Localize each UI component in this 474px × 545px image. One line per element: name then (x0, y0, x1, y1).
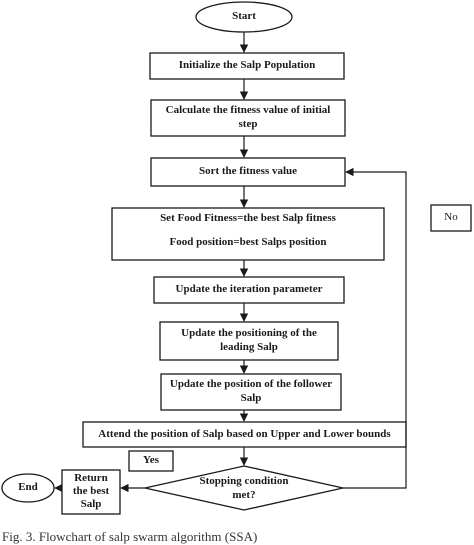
calc-box (150, 99, 346, 137)
init-box (149, 52, 345, 80)
yes-edge-label: Yes (143, 454, 159, 466)
setfood-label-line1: Set Food Fitness=the best Salp fitness (160, 212, 336, 224)
leading-label-line2: leading Salp (220, 341, 278, 353)
start-label: Start (232, 10, 256, 22)
end-label: End (18, 481, 38, 493)
figure-caption: Fig. 3. Flowchart of salp swarm algorith… (2, 529, 258, 544)
setfood-label-line2: Food position=best Salps position (169, 236, 327, 248)
calc-label-line1: Calculate the fitness value of initial (165, 104, 331, 116)
end-terminal (1, 473, 55, 503)
attend-label: Attend the position of Salp based on Upp… (98, 428, 391, 440)
stopping-label-line1: Stopping condition (199, 475, 289, 487)
init-label: Initialize the Salp Population (178, 59, 316, 71)
return-label-line3: Salp (80, 498, 102, 510)
return-label-line1: Return (74, 472, 108, 484)
setfood-box (111, 207, 385, 261)
leading-box (159, 321, 339, 361)
follower-box (160, 373, 342, 411)
no-label-box (430, 204, 472, 232)
stopping-label-line2: met? (232, 489, 256, 501)
no-edge-label: No (444, 211, 458, 223)
yes-label-box (128, 450, 174, 472)
follower-label-line1: Update the position of the follower (169, 378, 333, 390)
sort-label: Sort the fitness value (198, 165, 298, 177)
follower-label-line2: Salp (240, 392, 262, 404)
iter-box (153, 276, 345, 304)
stopping-decision (144, 465, 344, 511)
calc-label-line2: step (238, 118, 258, 130)
leading-label-line1: Update the positioning of the (181, 327, 317, 339)
iter-label: Update the iteration parameter (175, 283, 323, 295)
return-label-line2: the best (72, 485, 110, 497)
attend-box (82, 421, 407, 448)
edge-no-loop (343, 167, 407, 489)
sort-box (150, 157, 346, 187)
